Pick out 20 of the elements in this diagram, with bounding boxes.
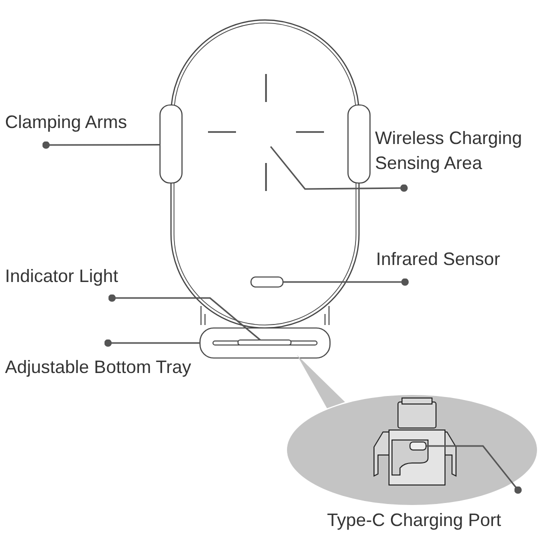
indicator-light-bar bbox=[237, 339, 292, 346]
leader-line bbox=[108, 294, 261, 341]
part-label: Adjustable Bottom Tray bbox=[5, 355, 225, 380]
part-label: Infrared Sensor bbox=[376, 247, 526, 272]
zoom-inset bbox=[287, 395, 537, 505]
part-label: Wireless Charging Sensing Area bbox=[375, 126, 525, 176]
leader-line bbox=[104, 339, 200, 347]
bottom-tray bbox=[199, 327, 331, 359]
part-label: Clamping Arms bbox=[5, 110, 145, 135]
usb-port bbox=[410, 442, 426, 450]
leader-line bbox=[426, 445, 522, 494]
charging-cross-mark bbox=[207, 73, 325, 192]
sensor-window bbox=[250, 276, 284, 288]
leader-line bbox=[42, 141, 160, 149]
magnifier-wedge bbox=[296, 355, 345, 408]
part-label: Type-C Charging Port bbox=[327, 508, 537, 533]
leader-line bbox=[270, 146, 408, 192]
part-label: Indicator Light bbox=[5, 264, 145, 289]
leader-line bbox=[283, 278, 409, 286]
clamping-arm bbox=[159, 104, 183, 184]
